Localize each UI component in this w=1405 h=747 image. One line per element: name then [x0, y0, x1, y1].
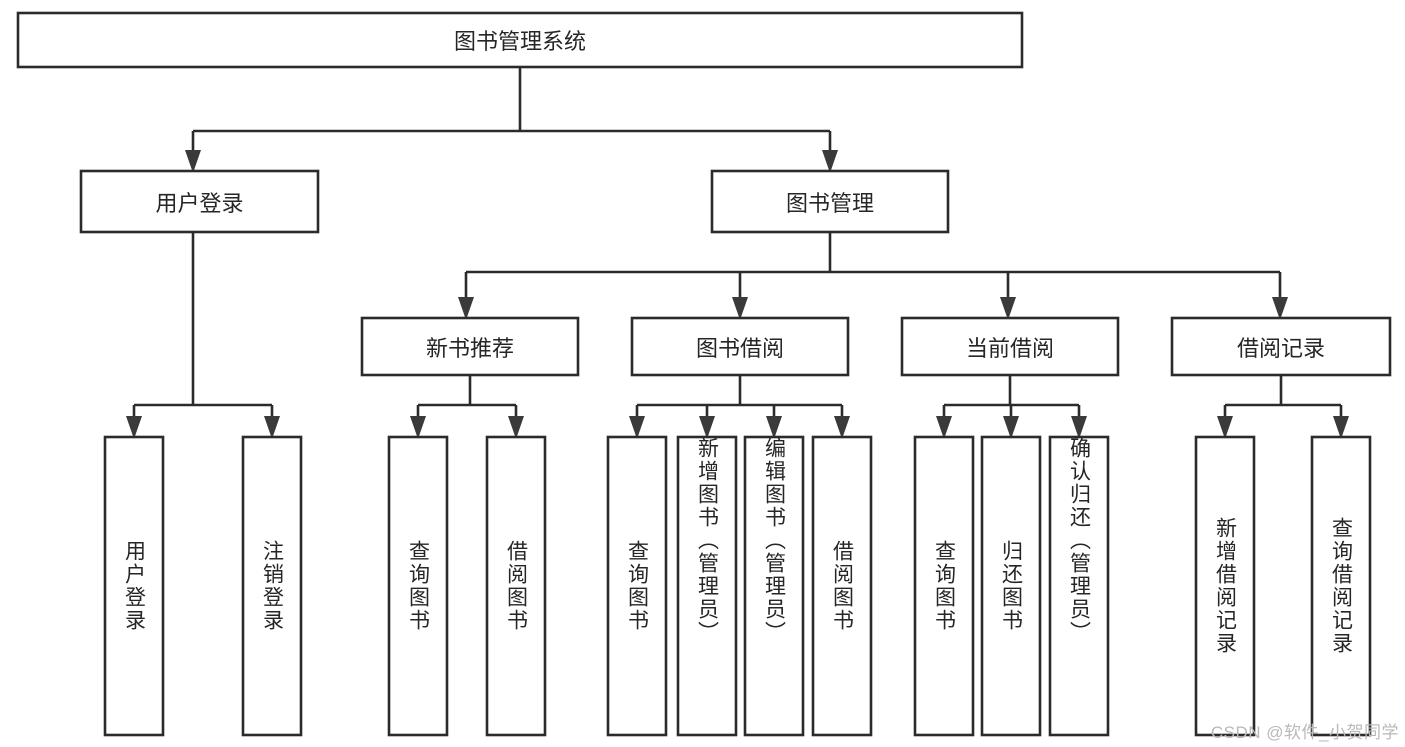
node-box-book-management[interactable]: [710, 169, 950, 234]
arrow-head-book-management: [822, 150, 838, 173]
arrow-head-current-borrow: [1000, 297, 1016, 320]
node-box-leaf-borrow-book-recommend[interactable]: [485, 435, 547, 737]
node-box-leaf-logout-login[interactable]: [241, 435, 303, 737]
arrow-head-leaf-add-borrow-record: [1217, 416, 1233, 439]
node-box-new-book-recommend[interactable]: [360, 316, 580, 377]
node-box-leaf-query-book-recommend[interactable]: [387, 435, 449, 737]
node-box-leaf-query-book-current[interactable]: [913, 435, 975, 737]
node-box-leaf-return-book[interactable]: [980, 435, 1042, 737]
node-box-leaf-user-login[interactable]: [103, 435, 165, 737]
arrow-head-leaf-query-book-borrow: [629, 416, 645, 439]
node-box-current-borrow[interactable]: [900, 316, 1120, 377]
node-layer: [16, 11, 1392, 737]
arrow-head-leaf-query-book-recommend: [410, 416, 426, 439]
node-box-leaf-add-borrow-record[interactable]: [1194, 435, 1256, 737]
arrow-head-leaf-borrow-book: [834, 416, 850, 439]
node-box-root[interactable]: [16, 11, 1024, 69]
csdn-watermark: CSDN @软件_小贺同学: [1210, 723, 1399, 742]
node-box-leaf-borrow-book[interactable]: [811, 435, 873, 737]
arrow-head-leaf-confirm-return-admin: [1071, 416, 1087, 439]
arrow-head-leaf-logout-login: [264, 416, 280, 439]
arrow-head-borrow-record: [1272, 297, 1288, 320]
arrow-head-leaf-query-borrow-record: [1333, 416, 1349, 439]
arrow-head-leaf-edit-book-admin: [766, 416, 782, 439]
node-box-leaf-confirm-return-admin[interactable]: [1048, 435, 1110, 737]
connector-layer: [126, 67, 1349, 439]
arrow-head-leaf-query-book-current: [936, 416, 952, 439]
node-box-leaf-query-borrow-record[interactable]: [1310, 435, 1372, 737]
arrow-head-leaf-return-book: [1003, 416, 1019, 439]
arrow-head-new-book-recommend: [458, 297, 474, 320]
arrow-head-leaf-add-book-admin: [699, 416, 715, 439]
node-box-leaf-query-book-borrow[interactable]: [606, 435, 668, 737]
arrow-head-leaf-user-login: [126, 416, 142, 439]
node-box-book-borrow[interactable]: [630, 316, 850, 377]
node-box-leaf-edit-book-admin[interactable]: [743, 435, 805, 737]
arrow-head-user-login: [185, 150, 201, 173]
node-box-borrow-record[interactable]: [1170, 316, 1392, 377]
arrow-head-leaf-borrow-book-recommend: [508, 416, 524, 439]
arrow-head-book-borrow: [732, 297, 748, 320]
node-box-leaf-add-book-admin[interactable]: [676, 435, 738, 737]
node-box-user-login[interactable]: [79, 169, 320, 234]
